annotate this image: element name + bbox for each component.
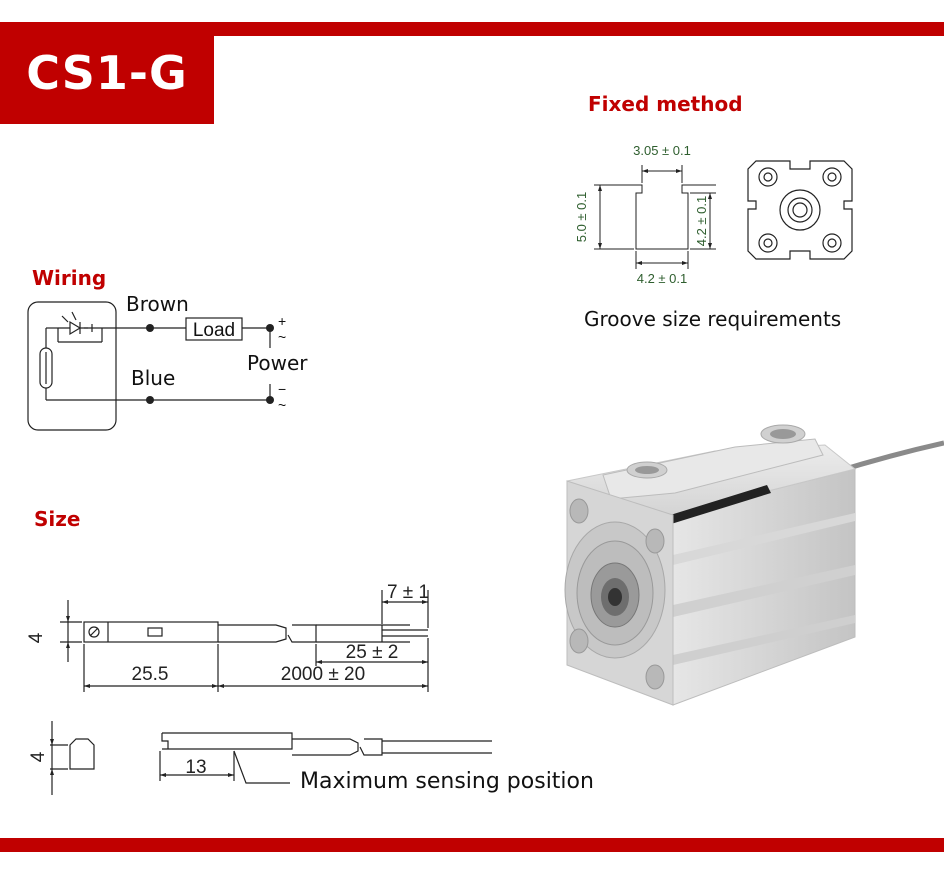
sensing-height-label: 4	[28, 751, 49, 762]
size-heading: Size	[34, 507, 81, 531]
wiring-diagram: Load + ~ − ~	[27, 301, 286, 431]
power-label: Power	[247, 351, 308, 375]
groove-dim-right: 4.2 ± 0.1	[694, 196, 709, 247]
size-strip-length: 25 ± 2	[346, 642, 399, 663]
blue-wire-label: Blue	[131, 366, 176, 390]
load-box	[185, 317, 243, 341]
groove-dim-bottom: 4.2 ± 0.1	[637, 271, 688, 286]
size-body-length: 25.5	[132, 664, 169, 685]
groove-profile	[600, 184, 716, 250]
size-tip-length: 7 ± 1	[387, 582, 429, 603]
wiring-heading: Wiring	[32, 266, 107, 290]
groove-dim-top: 3.05 ± 0.1	[633, 143, 691, 158]
minus-sign: −	[278, 381, 286, 397]
tilde-sign-top: ~	[278, 329, 286, 345]
top-accent-bar	[0, 22, 944, 36]
tilde-sign-bottom: ~	[278, 397, 286, 413]
fixed-method-heading: Fixed method	[588, 92, 743, 116]
bottom-accent-bar	[0, 838, 944, 852]
size-diagram-sensing: 4 13	[28, 721, 492, 795]
brown-wire-label: Brown	[126, 292, 189, 316]
sensor-end-profile	[69, 738, 95, 770]
load-label: Load	[193, 320, 235, 341]
size-cable-length: 2000 ± 20	[281, 664, 365, 685]
compact-air-cylinder-photo	[564, 424, 944, 706]
sensor-body	[83, 621, 219, 643]
sensing-caption: Maximum sensing position	[300, 769, 594, 794]
sensing-length-label: 13	[185, 757, 206, 778]
groove-caption: Groove size requirements	[584, 307, 842, 331]
size-diagram-main: 4 25.5 2000 ± 20 25 ± 2 7 ± 1	[26, 582, 429, 692]
groove-diagram: 3.05 ± 0.1 5.0 ± 0.1 4.2 ± 0.1 4.2 ± 0.1	[574, 143, 853, 286]
sensor-housing	[27, 301, 117, 431]
plus-sign: +	[278, 313, 286, 329]
size-height-label: 4	[26, 632, 47, 643]
cylinder-end-view	[747, 160, 853, 260]
page-title: CS1-G	[0, 22, 214, 124]
groove-dim-left: 5.0 ± 0.1	[574, 192, 589, 243]
